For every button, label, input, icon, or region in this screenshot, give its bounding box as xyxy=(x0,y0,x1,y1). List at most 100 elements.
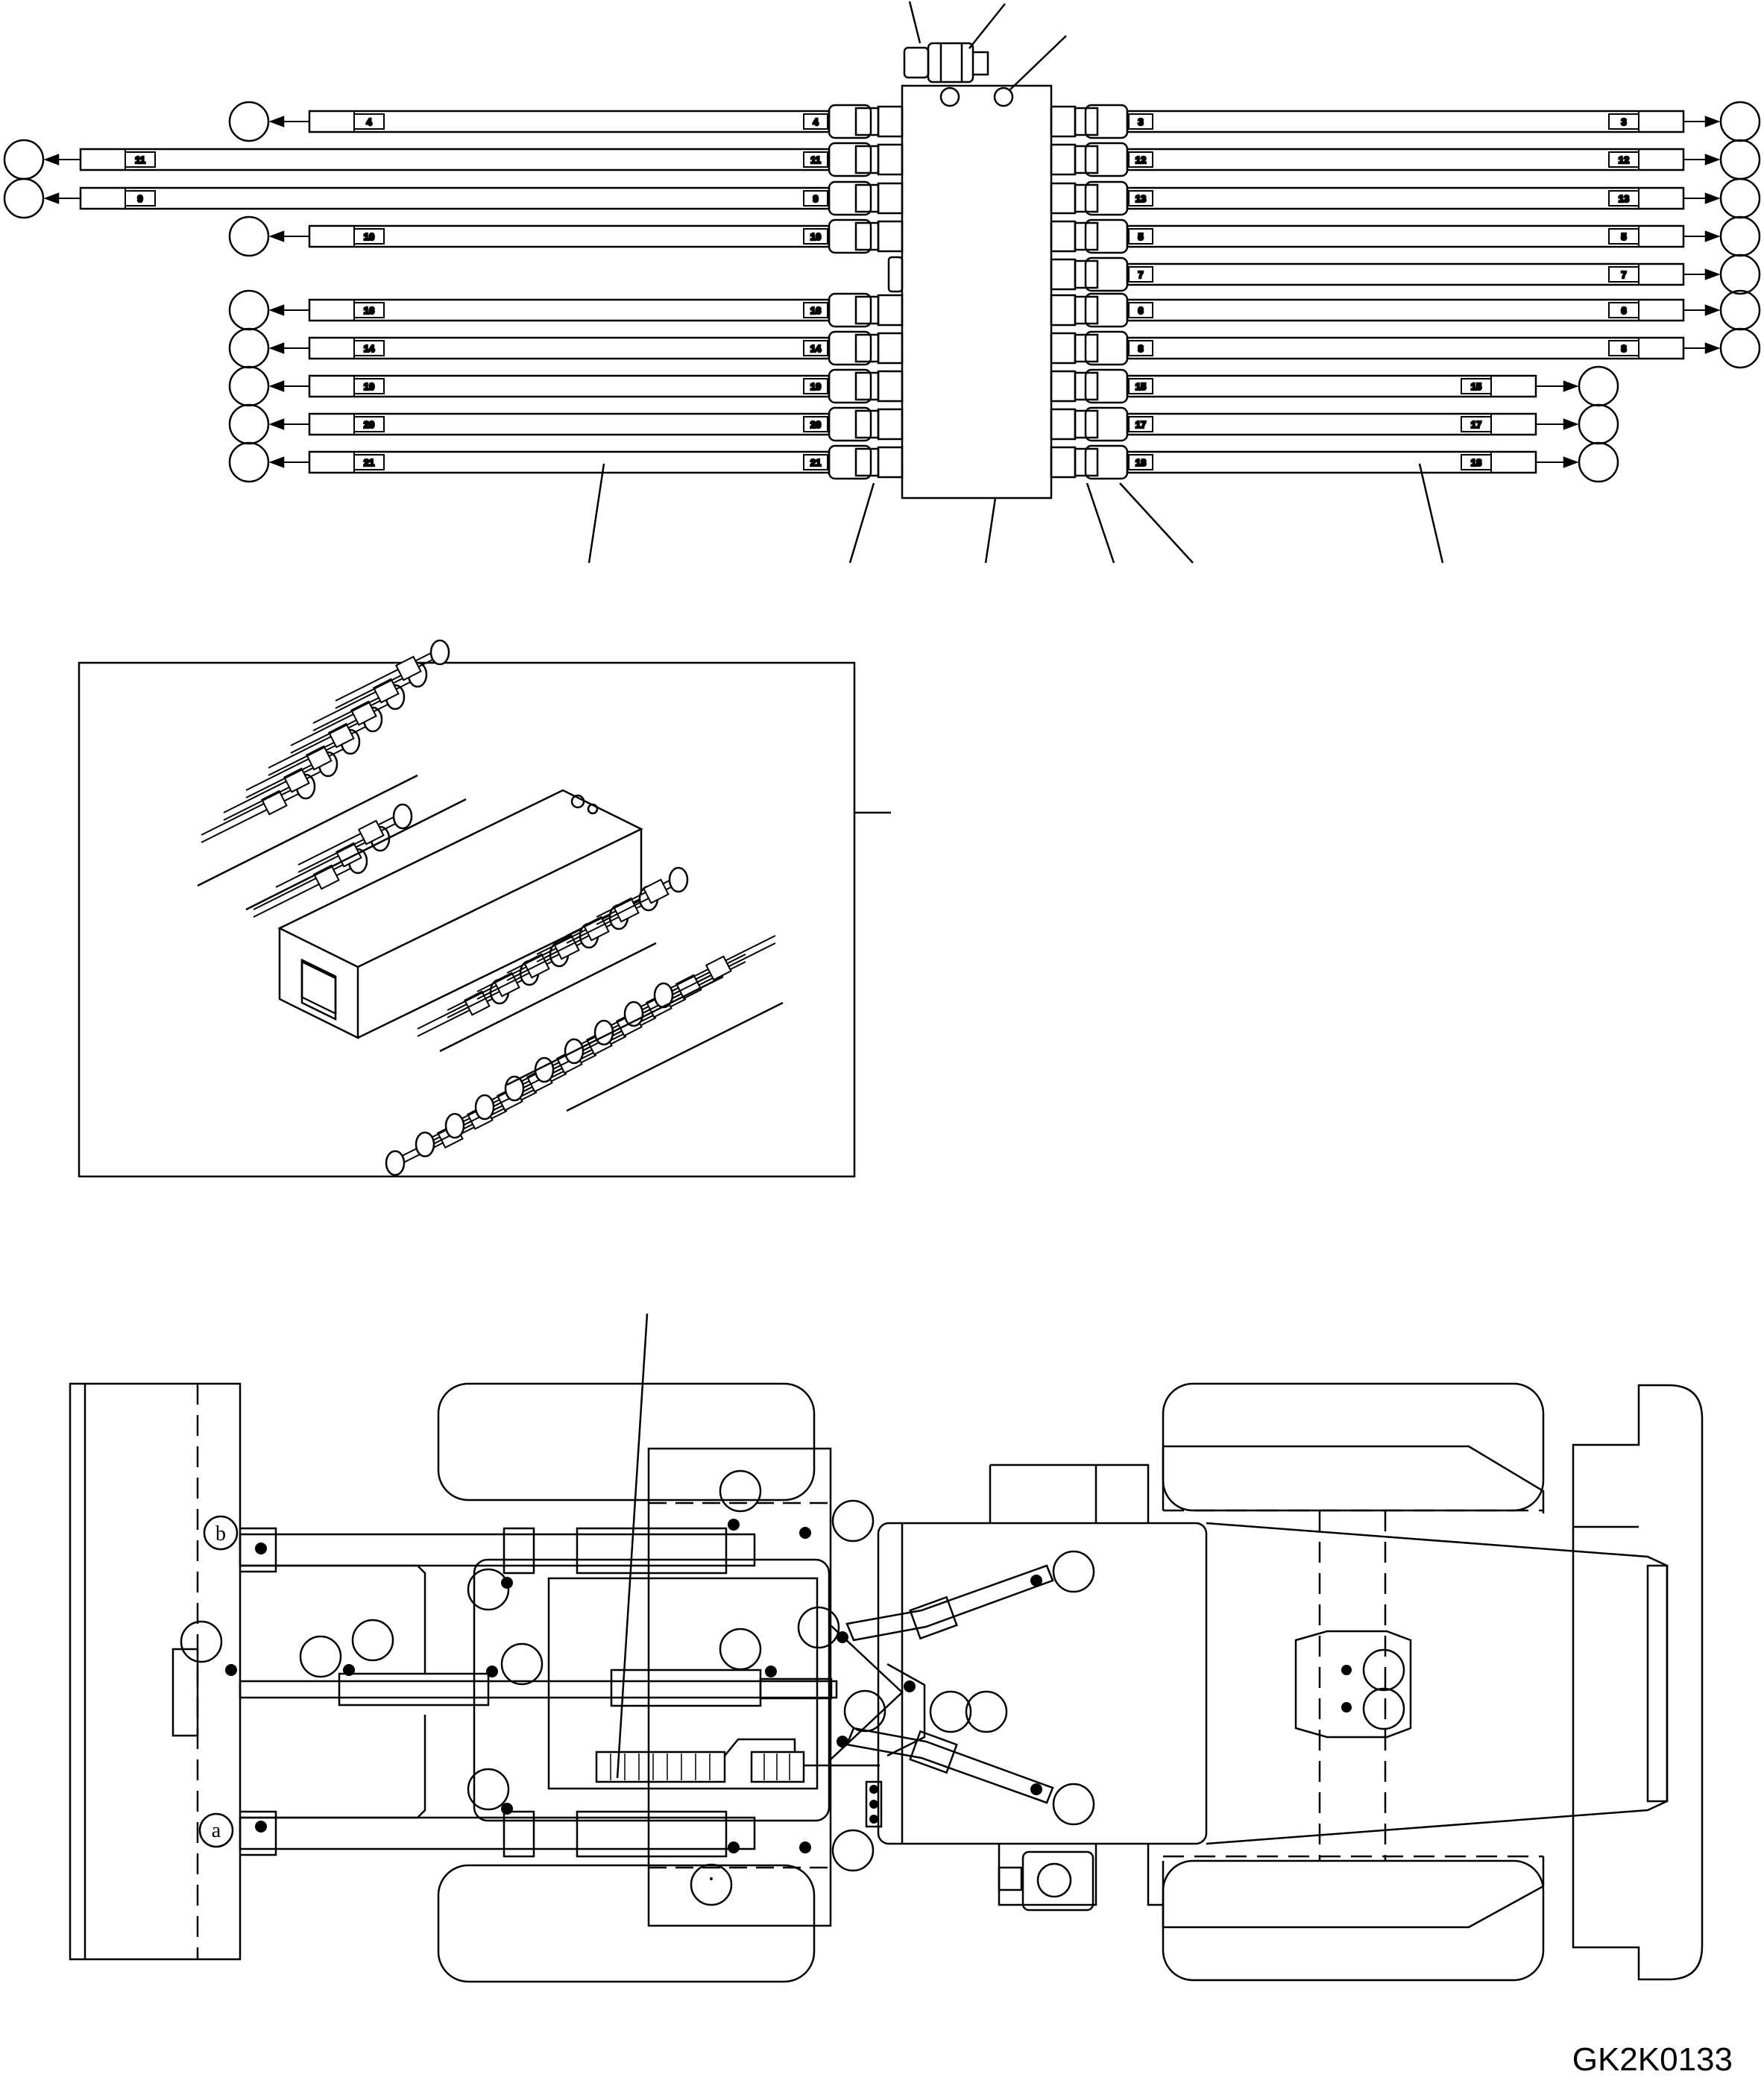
left-hose-tag: 14 xyxy=(364,343,375,354)
right-hose-tag: 7 xyxy=(1138,269,1143,280)
left-hose-end-tag: 16 xyxy=(810,305,821,316)
right-hose-callout xyxy=(1578,365,1619,407)
left-hose-tag: 21 xyxy=(364,457,374,468)
right-hose-callout xyxy=(1578,441,1619,483)
left-hose-tag: 20 xyxy=(364,419,374,430)
front-tyres xyxy=(437,1382,816,1983)
center-rod xyxy=(239,1669,838,1707)
dozer-blade xyxy=(69,1382,242,1961)
left-hose-tag: 11 xyxy=(135,154,145,166)
left-hose-end-tag: 21 xyxy=(810,457,821,468)
right-hose-end-tag: 13 xyxy=(1619,193,1629,204)
right-hose-end-tag: 8 xyxy=(1621,343,1626,354)
right-hose-tag: 3 xyxy=(1138,116,1143,127)
iso-hose xyxy=(297,803,413,873)
iso-break-lines xyxy=(197,774,784,1112)
right-hose-end-tag: 17 xyxy=(1471,419,1481,430)
marker-a: a xyxy=(198,1812,234,1848)
callout-circles xyxy=(180,1469,1405,1906)
machine-top-view xyxy=(69,1313,1704,1983)
left-hose-tag: 19 xyxy=(364,381,374,392)
right-hose-tag: 17 xyxy=(1135,419,1146,430)
right-hose-tag: 18 xyxy=(1135,457,1146,468)
front-frame xyxy=(473,1447,832,1927)
left-hose-callout xyxy=(228,403,270,445)
right-hose-callout xyxy=(1719,215,1761,257)
right-hose-end-tag: 5 xyxy=(1621,231,1626,242)
lift-arms xyxy=(239,1527,756,1858)
top-fitting xyxy=(903,42,989,84)
rear-pivot xyxy=(1294,1630,1412,1739)
valve-port-right xyxy=(993,86,1014,107)
right-hose-tag: 5 xyxy=(1138,231,1143,242)
rear-frame xyxy=(877,1463,1669,1906)
valve-leader xyxy=(616,1313,649,1779)
iso-hose xyxy=(417,978,510,1037)
left-hose-end-tag: 14 xyxy=(810,343,822,354)
right-hose-end-tag: 15 xyxy=(1471,381,1481,392)
right-hose-callout xyxy=(1719,101,1761,142)
right-hose-callout xyxy=(1719,289,1761,331)
rear-counterweight xyxy=(1572,1384,1704,1981)
isometric-view-frame xyxy=(78,661,856,1178)
iso-hoses-upper xyxy=(201,639,450,918)
left-hose: 11 11 xyxy=(3,139,904,180)
left-hose-callout xyxy=(228,215,270,257)
drawing-code: GK2K0133 xyxy=(1572,2041,1733,2078)
left-hose: 10 10 xyxy=(228,215,904,257)
left-hose-callout xyxy=(228,441,270,483)
left-hose-end-tag: 10 xyxy=(810,231,821,242)
right-hose-tag: 8 xyxy=(1138,343,1143,354)
left-hose-tag: 4 xyxy=(366,116,372,127)
iso-hose xyxy=(335,639,450,709)
right-hose-callout xyxy=(1719,327,1761,369)
iso-hose xyxy=(653,935,776,1009)
left-hose-tag: 10 xyxy=(364,231,374,242)
valve-bank-labels xyxy=(596,1754,790,1780)
marker-a-label: a xyxy=(212,1819,221,1842)
right-hose-end-tag: 7 xyxy=(1621,269,1626,280)
valve-block xyxy=(901,84,1053,500)
left-hose-end-tag: 4 xyxy=(813,116,819,127)
right-hose-end-tag: 12 xyxy=(1619,154,1629,166)
isometric-view xyxy=(78,639,891,1178)
left-hose: 21 21 xyxy=(228,441,904,483)
marker-b-label: b xyxy=(215,1522,226,1546)
right-hose-tag: 15 xyxy=(1135,381,1146,392)
side-plug xyxy=(887,256,904,293)
left-hose-callout xyxy=(228,327,270,369)
right-hose-tag: 6 xyxy=(1138,305,1143,316)
left-hose-end-tag: 19 xyxy=(810,381,821,392)
left-hose-end-tag: 9 xyxy=(813,193,818,204)
right-hose-callout xyxy=(1578,403,1619,445)
right-hose-callout xyxy=(1719,177,1761,219)
left-hose-end-tag: 20 xyxy=(810,419,821,430)
left-hose-tag: 9 xyxy=(137,193,142,204)
right-hose-callout xyxy=(1719,253,1761,295)
right-hose-end-tag: 6 xyxy=(1621,305,1626,316)
valve-block-schematic xyxy=(588,1,1444,564)
left-hose-callout xyxy=(228,365,270,407)
iso-hose xyxy=(596,866,689,925)
right-hose-end-tag: 3 xyxy=(1621,116,1626,127)
left-hose-callout xyxy=(228,289,270,331)
marker-b: b xyxy=(203,1515,239,1551)
left-hose-tag: 16 xyxy=(364,305,374,316)
bolt-dots xyxy=(225,1519,1352,1880)
iso-valve-block xyxy=(277,789,643,1040)
right-hose-tag: 13 xyxy=(1135,193,1146,204)
left-hose-end-tag: 11 xyxy=(810,154,821,166)
